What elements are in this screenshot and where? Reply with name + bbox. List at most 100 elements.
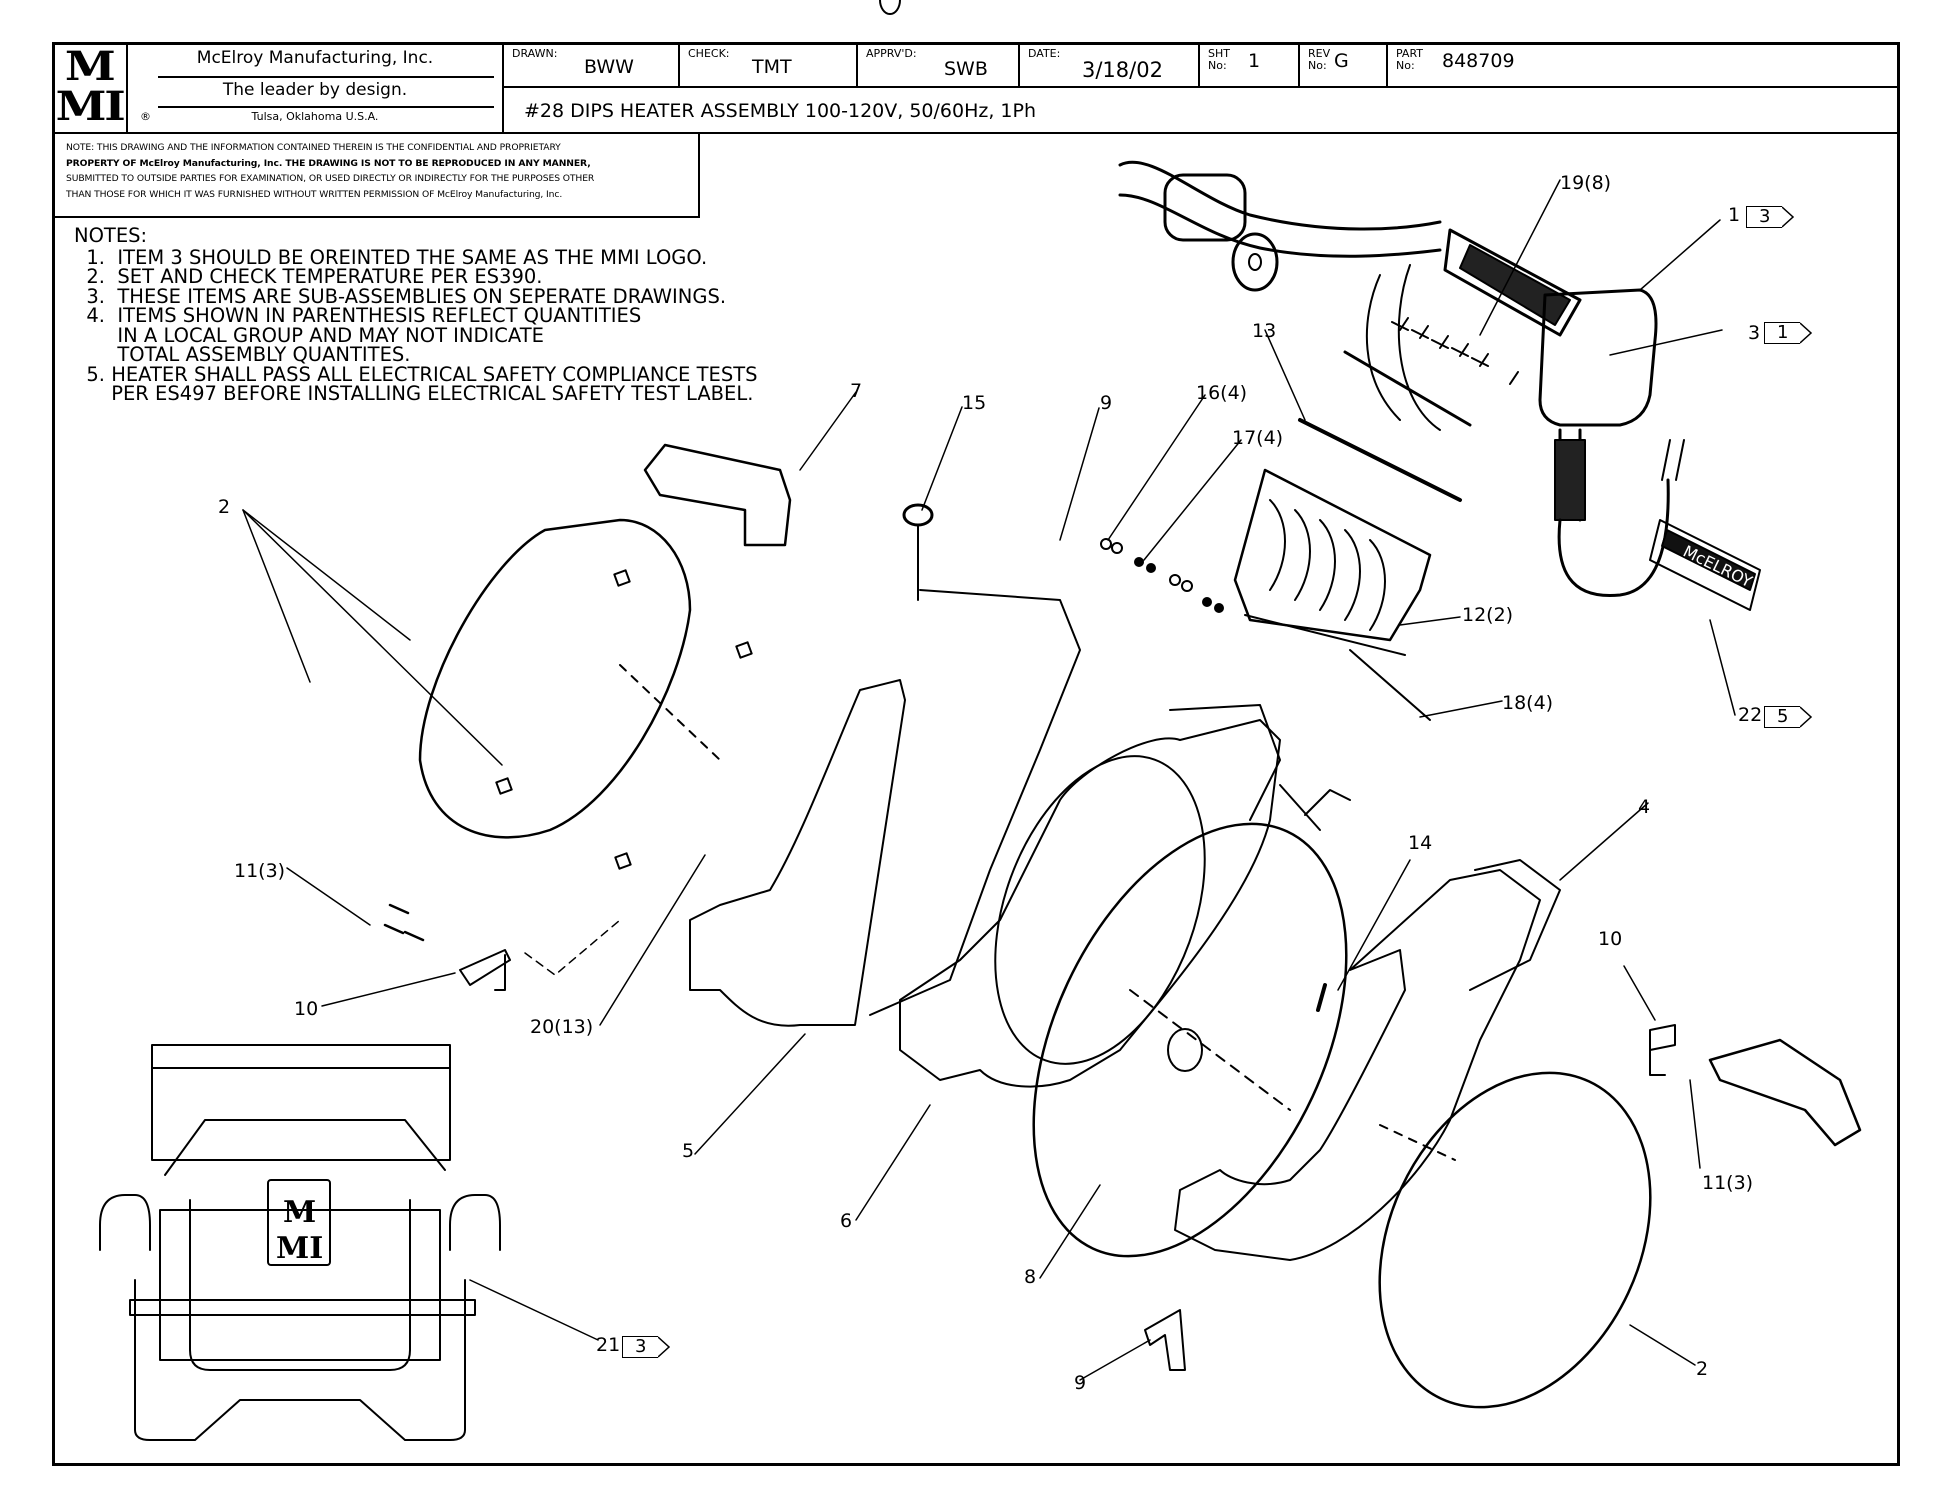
rev-label: REV No:: [1308, 48, 1330, 72]
callout-22-flag: 5: [1764, 706, 1813, 728]
drawn-label: DRAWN:: [512, 47, 558, 60]
note-line: TOTAL ASSEMBLY QUANTITES.: [74, 343, 411, 366]
callout-19: 19(8): [1560, 172, 1612, 194]
drawing-border: [52, 42, 1900, 1466]
flag-arrow-icon: [1800, 322, 1813, 344]
screws-row: [1391, 317, 1519, 385]
approved-value: SWB: [944, 58, 988, 80]
callout-9-bottom: 9: [1074, 1372, 1087, 1394]
callout-11-left: 11(3): [234, 860, 286, 882]
sheet-label-line2: No:: [1208, 59, 1227, 72]
callout-8: 8: [1024, 1266, 1037, 1288]
callout-11-right: 11(3): [1702, 1172, 1754, 1194]
part-value: 848709: [1442, 50, 1515, 72]
flag-value: 1: [1764, 322, 1801, 344]
note-line: 5. HEATER SHALL PASS ALL ELECTRICAL SAFE…: [74, 362, 758, 386]
note-line: 1. ITEM 3 SHOULD BE OREINTED THE SAME AS…: [74, 245, 708, 269]
heater-plate-8: [1032, 784, 1351, 1258]
rev-label-line2: No:: [1308, 59, 1327, 72]
callout-5: 5: [682, 1140, 695, 1162]
note-line: 4. ITEMS SHOWN IN PARENTHESIS REFLECT QU…: [74, 304, 642, 327]
callout-4: 4: [1638, 796, 1651, 818]
drawing-title-row: #28 DIPS HEATER ASSEMBLY 100-120V, 50/60…: [504, 88, 1900, 134]
date-field: DATE: 3/18/02: [1020, 42, 1200, 88]
callout-18: 18(4): [1502, 692, 1554, 714]
notes-section: NOTES: 1. ITEM 3 SHOULD BE OREINTED THE …: [74, 226, 757, 404]
callout-16: 16(4): [1196, 382, 1248, 404]
rev-field: REV No: G: [1300, 42, 1388, 88]
rev-value: G: [1334, 50, 1349, 72]
callout-10-right: 10: [1598, 928, 1623, 950]
title-block: M MI McElroy Manufacturing, Inc. The lea…: [52, 42, 1900, 134]
sheet-label-line1: SHT: [1208, 47, 1230, 60]
logo-text-bottom: MI: [55, 83, 125, 130]
sheet-field: SHT No: 1: [1200, 42, 1300, 88]
notes-heading: NOTES:: [74, 224, 148, 247]
divider: [158, 76, 494, 78]
flag-arrow-icon: [658, 1336, 671, 1358]
note-line: 3. THESE ITEMS ARE SUB-ASSEMBLIES ON SEP…: [74, 284, 727, 308]
heater-handle-assembly: [1118, 160, 1685, 598]
callout-3: 3: [1748, 322, 1761, 344]
callout-2-right: 2: [1696, 1358, 1709, 1380]
flag-value: 3: [622, 1336, 659, 1358]
callout-3-flag: 1: [1764, 322, 1813, 344]
callout-12: 12(2): [1462, 604, 1514, 626]
check-value: TMT: [752, 56, 792, 78]
plate-4: [1174, 859, 1561, 1261]
cover-plate-right: [1378, 1071, 1652, 1409]
heating-element: [1233, 468, 1432, 721]
proprietary-line: SUBMITTED TO OUTSIDE PARTIES FOR EXAMINA…: [66, 173, 595, 184]
sheet-label: SHT No:: [1208, 48, 1230, 72]
logo-text-top: M: [64, 43, 116, 90]
flag-value: 3: [1746, 206, 1783, 228]
callout-20: 20(13): [530, 1016, 594, 1038]
sheet-value: 1: [1248, 50, 1261, 72]
note-line: 2. SET AND CHECK TEMPERATURE PER ES390.: [74, 265, 543, 288]
callout-15: 15: [962, 392, 987, 414]
callout-2-left: 2: [218, 496, 231, 518]
part-field: PART No: 848709: [1388, 42, 1900, 88]
approved-field: APPRV'D: SWB: [858, 42, 1020, 88]
safety-label: [1649, 519, 1761, 611]
callout-9-top: 9: [1100, 392, 1113, 414]
callout-21-flag: 3: [622, 1336, 671, 1358]
note-line: IN A LOCAL GROUP AND MAY NOT INDICATE: [74, 323, 544, 347]
callout-1: 1: [1728, 204, 1741, 226]
flag-value: 5: [1764, 706, 1801, 728]
flag-arrow-icon: [1782, 206, 1795, 228]
inset-logo-top: M: [283, 1195, 316, 1230]
leader-lines: [242, 179, 1736, 1381]
callout-6: 6: [840, 1210, 853, 1232]
part-label-line2: No:: [1396, 59, 1415, 72]
nuts-washers: [1100, 538, 1224, 613]
proprietary-line: THAN THOSE FOR WHICH IT WAS FURNISHED WI…: [66, 188, 563, 200]
part-label: PART No:: [1396, 48, 1423, 72]
note-line: PER ES497 BEFORE INSTALLING ELECTRICAL S…: [74, 382, 754, 405]
inset-cradle-view: [99, 1044, 501, 1441]
callout-17: 17(4): [1232, 427, 1284, 449]
callout-10-left: 10: [294, 998, 319, 1020]
check-label: CHECK:: [688, 47, 730, 60]
mmi-logo: M MI: [52, 42, 128, 134]
cover-plate-left: [418, 518, 721, 839]
part-label-line1: PART: [1396, 47, 1424, 60]
check-field: CHECK: TMT: [680, 42, 858, 88]
company-tagline: The leader by design.: [222, 80, 408, 100]
drawing-title: #28 DIPS HEATER ASSEMBLY 100-120V, 50/60…: [524, 100, 1036, 122]
company-location: Tulsa, Oklahoma U.S.A.: [251, 110, 379, 123]
proprietary-line: NOTE: THIS DRAWING AND THE INFORMATION C…: [66, 142, 561, 153]
date-label: DATE:: [1028, 47, 1061, 60]
callout-7: 7: [850, 380, 863, 402]
company-cell: McElroy Manufacturing, Inc. The leader b…: [128, 42, 504, 134]
rev-label-line1: REV: [1308, 47, 1331, 60]
callout-14: 14: [1408, 832, 1433, 854]
proprietary-line: PROPERTY OF McElroy Manufacturing, Inc. …: [66, 157, 591, 169]
inset-logo-bottom: MI: [276, 1231, 323, 1266]
plate-6: [899, 704, 1281, 1088]
callout-21: 21: [596, 1334, 621, 1356]
approved-label: APPRV'D:: [866, 47, 917, 60]
registered-mark-icon: ®: [140, 110, 151, 123]
company-name: McElroy Manufacturing, Inc.: [196, 48, 434, 68]
